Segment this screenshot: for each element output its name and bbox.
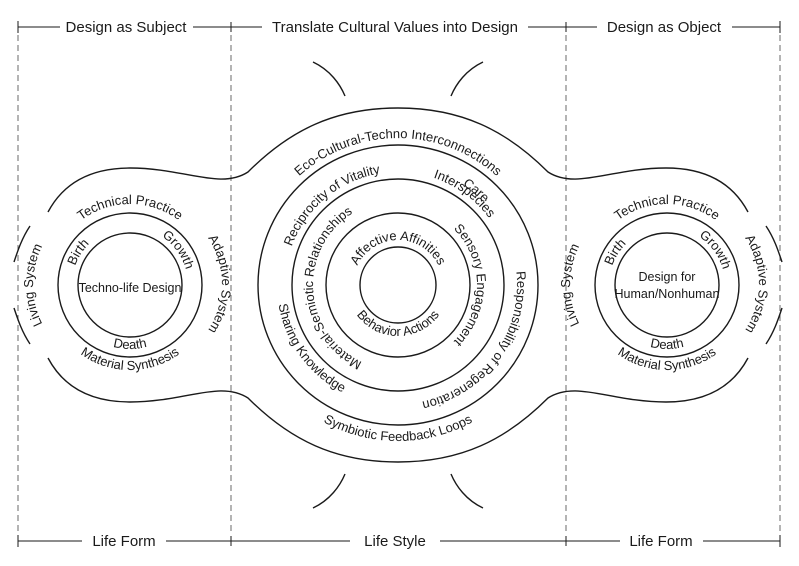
flowing-envelope: [13, 61, 783, 509]
center-symbiotic-feedback: Symbiotic Feedback Loops: [322, 411, 475, 444]
center-affective-affinities: Affective Affinities: [347, 228, 450, 268]
footer-life-form-left: Life Form: [92, 533, 155, 550]
right-inner-ring: [614, 232, 720, 338]
left-birth: Birth: [64, 235, 92, 267]
left-inner-ring: [77, 232, 183, 338]
right-living-system: Living System: [558, 241, 582, 329]
center-ring-2: [291, 178, 505, 392]
center-cell: Eco-Cultural-Techno Interconnections Sym…: [257, 126, 539, 444]
right-outer-ring: [594, 212, 740, 358]
right-adaptive-system: Adaptive System: [742, 232, 771, 336]
footer-life-form-right: Life Form: [629, 533, 692, 550]
left-cell: Technical Practice Adaptive System Mater…: [21, 192, 234, 373]
header-design-as-subject: Design as Subject: [66, 19, 188, 36]
right-birth: Birth: [601, 235, 629, 267]
right-center-line-1: Design for: [639, 270, 696, 284]
left-outer-ring: [57, 212, 203, 358]
column-dividers: [17, 35, 781, 535]
left-death: Death: [112, 335, 148, 352]
header-design-as-object: Design as Object: [607, 19, 722, 36]
left-adaptive-system: Adaptive System: [205, 232, 234, 336]
left-living-system: Living System: [21, 241, 45, 329]
center-eco-cultural-techno: Eco-Cultural-Techno Interconnections: [291, 126, 505, 179]
bottom-dimension-line: [17, 535, 781, 547]
left-technical-practice: Technical Practice: [74, 192, 186, 223]
right-center-line-2: Human/Nonhuman: [615, 287, 720, 301]
right-technical-practice: Technical Practice: [611, 192, 723, 223]
center-ring-4: [359, 246, 437, 324]
right-cell: Technical Practice Adaptive System Mater…: [558, 192, 771, 373]
footer-life-style: Life Style: [364, 533, 426, 550]
center-ring-3: [325, 212, 471, 358]
center-ring-1: [257, 144, 539, 426]
header-translate-cultural-values: Translate Cultural Values into Design: [272, 19, 518, 36]
top-dimension-line: [17, 21, 781, 33]
right-death: Death: [649, 335, 685, 352]
left-center-label: Techno-life Design: [79, 281, 182, 295]
